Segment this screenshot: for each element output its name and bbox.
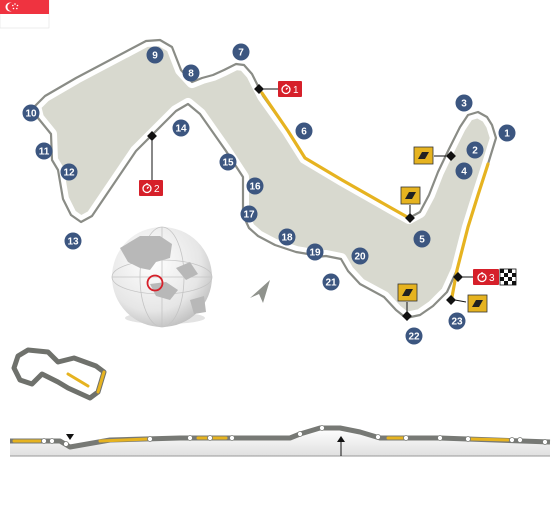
turn-number-12: 12: [63, 168, 75, 179]
turn-number-20: 20: [354, 252, 366, 263]
elevation-profile: [10, 425, 551, 457]
turn-marker-17: [240, 205, 258, 223]
drs-zone-icon: [467, 294, 488, 313]
turn-number-6: 6: [301, 127, 307, 138]
turn-number-23: 23: [451, 317, 463, 328]
turn-marker-6: [295, 122, 313, 140]
turn-number-17: 17: [243, 210, 255, 221]
singapore-flag-icon: [0, 0, 50, 29]
drs-signs: [397, 146, 488, 313]
turn-marker-15: [219, 153, 237, 171]
profile-marker-up: [337, 436, 345, 442]
sector-number: 3: [489, 273, 495, 284]
turn-marker-4: [455, 162, 473, 180]
turn-number-5: 5: [419, 235, 425, 246]
turn-marker-19: [306, 243, 324, 261]
mini-track-map: [9, 345, 109, 403]
turn-marker-13: [64, 232, 82, 250]
globe-icon: [111, 226, 213, 328]
turn-number-11: 11: [39, 147, 50, 158]
turn-number-8: 8: [188, 69, 194, 80]
turn-marker-21: [322, 273, 340, 291]
sector-badge-1: 1: [278, 81, 302, 97]
connector-lines: [151, 88, 473, 312]
profile-marker-down: [66, 434, 74, 440]
drs-zone-icon: [400, 186, 421, 205]
turn-number-13: 13: [67, 237, 79, 248]
turn-number-7: 7: [238, 48, 244, 59]
turn-number-16: 16: [249, 182, 261, 193]
turn-number-18: 18: [281, 233, 293, 244]
sector-number: 2: [154, 184, 160, 195]
track-surface: [29, 34, 502, 324]
turn-marker-8: [182, 64, 200, 82]
turn-marker-23: [448, 312, 466, 330]
turn-marker-2: [466, 141, 484, 159]
turn-number-4: 4: [461, 167, 467, 178]
turn-number-22: 22: [408, 332, 420, 343]
stopwatch-icon: [477, 272, 487, 283]
turn-marker-7: [232, 43, 250, 61]
turn-number-15: 15: [222, 158, 234, 169]
turn-marker-16: [246, 177, 264, 195]
turn-number-10: 10: [25, 109, 37, 120]
turn-number-3: 3: [461, 99, 467, 110]
turn-marker-20: [351, 247, 369, 265]
turn-marker-3: [455, 94, 473, 112]
turn-marker-10: [22, 104, 40, 122]
stopwatch-icon: [142, 183, 152, 194]
turn-marker-14: [172, 119, 190, 137]
drs-zone-icon: [397, 283, 418, 302]
turn-marker-9: [146, 46, 164, 64]
sector-badge-3: 3: [473, 269, 499, 285]
turn-marker-5: [413, 230, 431, 248]
turn-number-1: 1: [504, 129, 510, 140]
drs-zone-icon: [413, 146, 434, 165]
stopwatch-icon: [281, 84, 291, 95]
track-layout: [29, 34, 502, 324]
turn-marker-22: [405, 327, 423, 345]
turn-number-21: 21: [325, 278, 337, 289]
drs-zone-1: [260, 91, 411, 220]
turn-marker-11: [35, 142, 53, 160]
chequered-flag-icon: [499, 268, 517, 286]
turn-number-2: 2: [472, 146, 478, 157]
north-arrow-icon: [250, 280, 270, 303]
turn-marker-18: [278, 228, 296, 246]
turn-number-19: 19: [309, 248, 321, 259]
sector-number: 1: [293, 85, 299, 96]
turn-marker-1: [498, 124, 516, 142]
turn-marker-12: [60, 163, 78, 181]
turn-number-9: 9: [152, 51, 158, 62]
turn-number-14: 14: [175, 124, 187, 135]
sector-badge-2: 2: [139, 180, 163, 196]
checkpoint-sector-2: [147, 131, 157, 141]
